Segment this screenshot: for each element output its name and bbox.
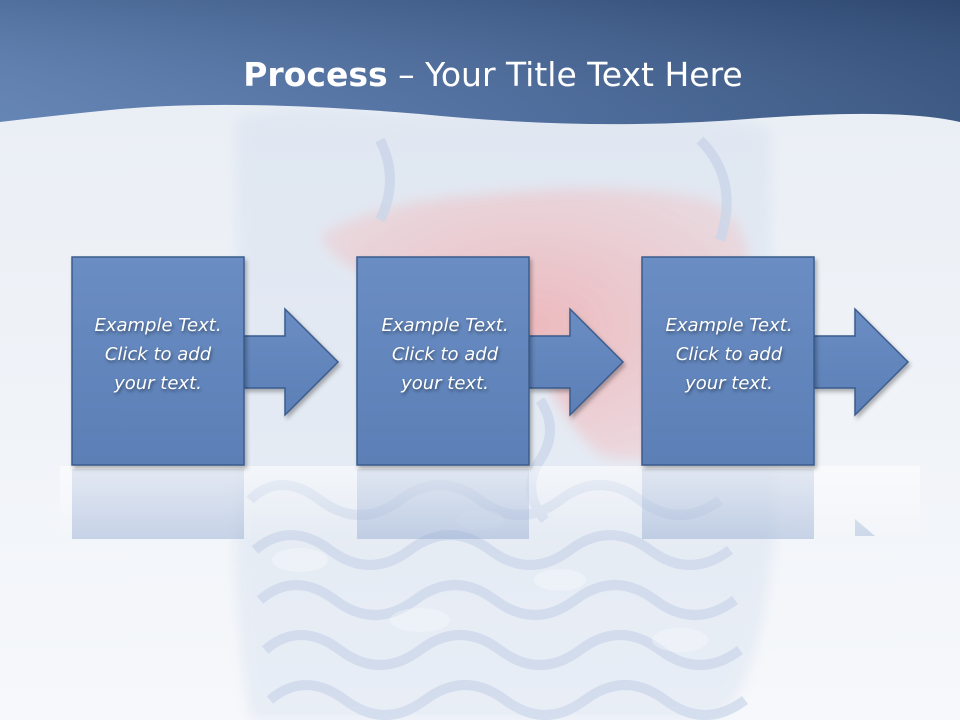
step-3-line-2: Click to add: [675, 344, 783, 365]
step-2-text[interactable]: Example Text. Click to add your text.: [359, 311, 531, 398]
step-1-text[interactable]: Example Text. Click to add your text.: [72, 311, 244, 398]
step-1-line-3: your text.: [114, 373, 202, 394]
step-2-line-2: Click to add: [391, 344, 499, 365]
title-bold: Process: [243, 55, 388, 94]
slide-title[interactable]: Process – Your Title Text Here: [0, 52, 960, 98]
step-2-line-3: your text.: [401, 373, 489, 394]
step-box-3: [641, 256, 815, 466]
step-3-text[interactable]: Example Text. Click to add your text.: [643, 311, 815, 398]
title-rest: – Your Title Text Here: [387, 55, 743, 94]
step-arrow-2: [528, 307, 625, 417]
step-boxes: [71, 256, 815, 466]
step-arrows: [243, 307, 910, 417]
step-arrow-3: [813, 307, 910, 417]
steps-reflection: [60, 466, 920, 542]
step-arrow-1: [243, 307, 340, 417]
title-banner: [0, 0, 960, 125]
step-1-line-2: Click to add: [104, 344, 212, 365]
step-3-line-3: your text.: [685, 373, 773, 394]
step-2-line-1: Example Text.: [381, 315, 509, 336]
step-1-line-1: Example Text.: [94, 315, 222, 336]
step-3-line-1: Example Text.: [665, 315, 793, 336]
step-box-2: [356, 256, 530, 466]
step-box-1: [71, 256, 245, 466]
